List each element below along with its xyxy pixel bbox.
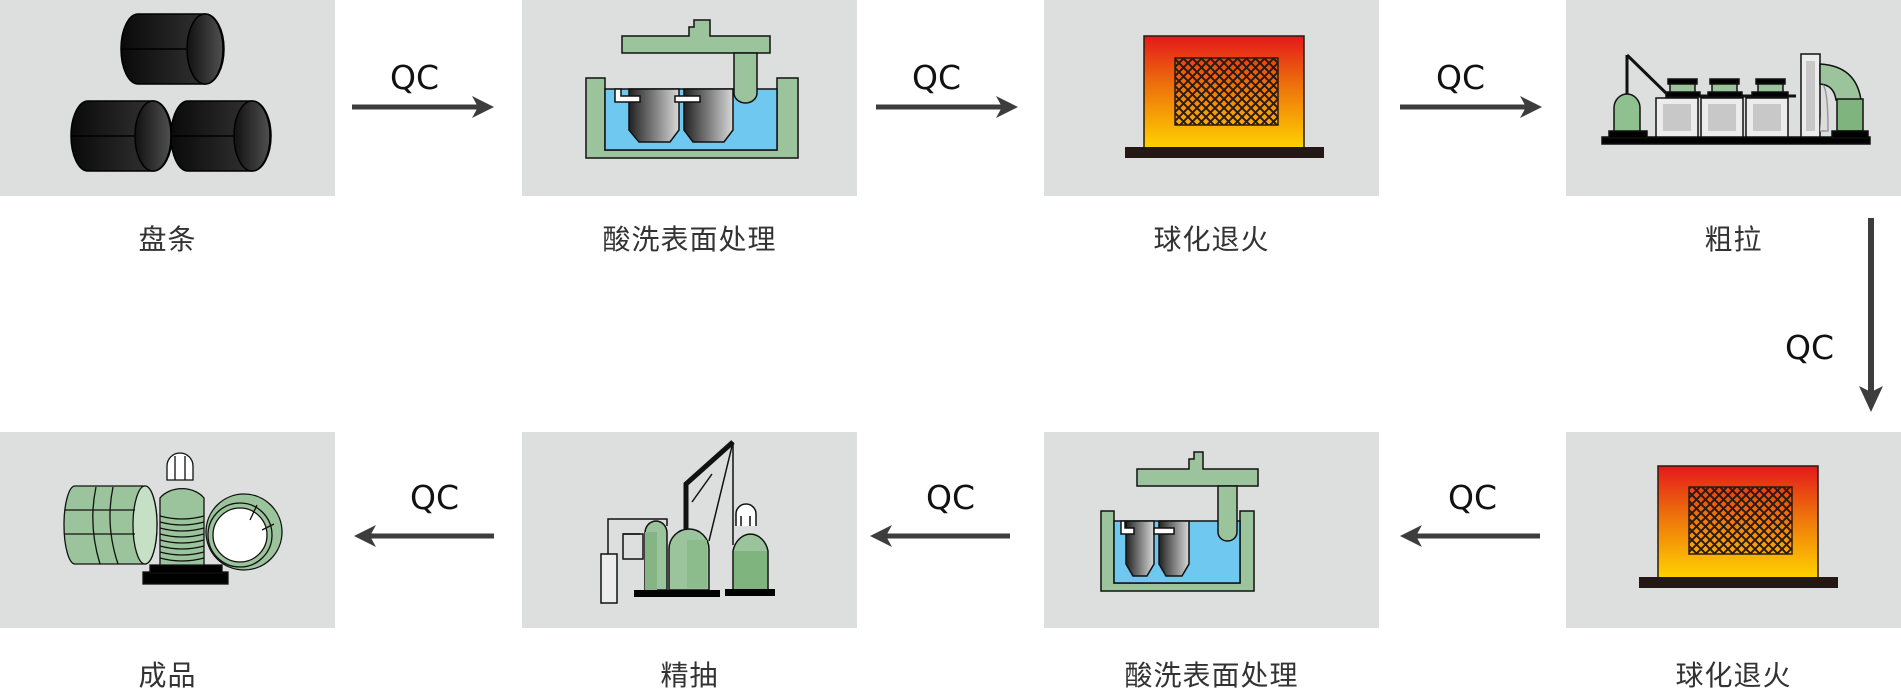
qc-label: QC (1448, 478, 1498, 517)
step-box-pickling-1 (522, 0, 857, 196)
step-box-rough-drawing (1566, 0, 1901, 196)
wire-rod-coils-icon (70, 13, 272, 172)
arrow-left-icon (870, 525, 1010, 547)
arrow-left-icon (354, 525, 494, 547)
rough-drawing-machine-icon (1601, 53, 1871, 145)
step-box-annealing-1 (1044, 0, 1379, 196)
step-label-pickling-2: 酸洗表面处理 (1124, 659, 1299, 692)
step-box-fine-drawing (522, 432, 857, 628)
qc-label: QC (926, 478, 976, 517)
qc-label: QC (912, 58, 962, 97)
qc-label: QC (410, 478, 460, 517)
step-box-annealing-2 (1566, 432, 1901, 628)
annealing-furnace-icon (1639, 465, 1838, 588)
arrow-right-icon (1400, 96, 1542, 118)
arrow-down-icon (1859, 218, 1883, 412)
step-box-finished (0, 432, 335, 628)
arrow-left-icon (1400, 525, 1540, 547)
step-label-annealing-1: 球化退火 (1153, 223, 1270, 256)
step-label-pickling-1: 酸洗表面处理 (602, 223, 777, 256)
fine-drawing-machine-icon (600, 440, 775, 604)
arrow-right-icon (876, 96, 1018, 118)
step-box-pickling-2 (1044, 432, 1379, 628)
qc-label: QC (1436, 58, 1486, 97)
finished-coils-icon (63, 452, 283, 585)
pickling-tank-icon (1100, 451, 1259, 592)
step-label-annealing-2: 球化退火 (1675, 659, 1792, 692)
annealing-furnace-icon (1125, 35, 1324, 158)
qc-label: QC (390, 58, 440, 97)
arrow-right-icon (352, 96, 494, 118)
step-label-fine-drawing: 精抽 (660, 659, 719, 692)
step-label-wire-rod: 盘条 (138, 223, 197, 256)
pickling-tank-icon (585, 19, 799, 159)
step-box-wire-rod (0, 0, 335, 196)
step-label-finished: 成品 (138, 659, 197, 692)
step-label-rough-drawing: 粗拉 (1704, 223, 1763, 256)
qc-label: QC (1785, 328, 1835, 367)
